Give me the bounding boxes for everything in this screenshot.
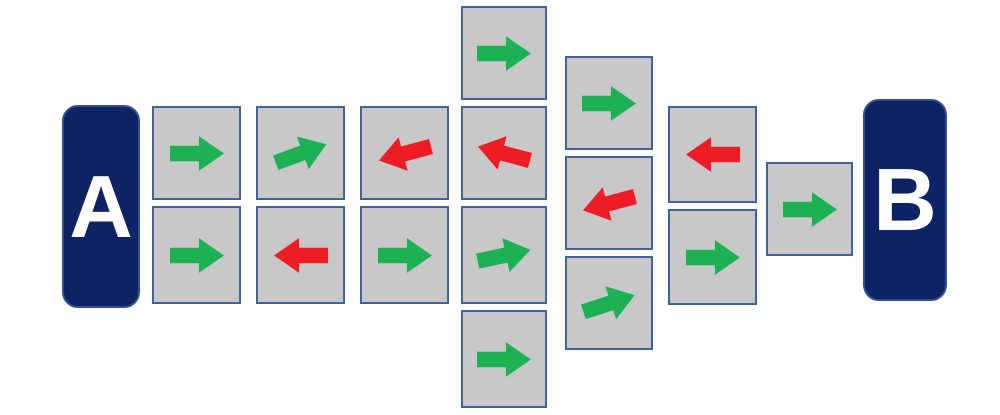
arrow-right-icon (169, 135, 224, 171)
arrow-tile-8[interactable] (668, 106, 757, 203)
arrow-tile-12[interactable] (461, 206, 547, 304)
arrow-tile-1[interactable] (461, 6, 547, 100)
arrow-tile-15[interactable] (461, 310, 547, 408)
arrow-tile-2[interactable] (565, 56, 653, 150)
arrow-right-icon (169, 237, 224, 273)
arrow-right-icon (475, 237, 531, 272)
arrow-tile-5[interactable] (360, 106, 449, 200)
arrow-tile-4[interactable] (256, 106, 345, 200)
node-a-label: A (69, 156, 133, 256)
arrow-right-icon (782, 191, 837, 227)
arrow-right-icon (377, 237, 432, 273)
arrow-left-icon (273, 237, 328, 273)
arrow-right-icon (580, 285, 635, 319)
arrow-left-icon (378, 136, 433, 171)
arrow-right-icon (685, 239, 740, 275)
arrow-tile-9[interactable] (152, 206, 241, 304)
arrow-tile-10[interactable] (256, 206, 345, 304)
node-b: B (863, 99, 947, 301)
arrow-tile-14[interactable] (766, 162, 853, 256)
arrow-tile-11[interactable] (360, 206, 449, 304)
arrow-right-icon (582, 85, 636, 121)
arrow-tile-7[interactable] (565, 156, 653, 250)
arrow-left-icon (582, 186, 638, 221)
arrow-tile-3[interactable] (152, 106, 241, 200)
arrow-right-icon (477, 35, 531, 71)
arrow-tile-6[interactable] (461, 106, 547, 200)
arrow-tile-13[interactable] (668, 209, 757, 305)
node-a: A (62, 105, 140, 308)
arrow-tile-16[interactable] (565, 256, 653, 350)
arrow-right-icon (477, 341, 531, 377)
arrow-right-icon (272, 136, 326, 170)
node-b-label: B (873, 150, 937, 249)
arrow-left-icon (685, 137, 740, 172)
arrow-left-icon (477, 135, 533, 170)
